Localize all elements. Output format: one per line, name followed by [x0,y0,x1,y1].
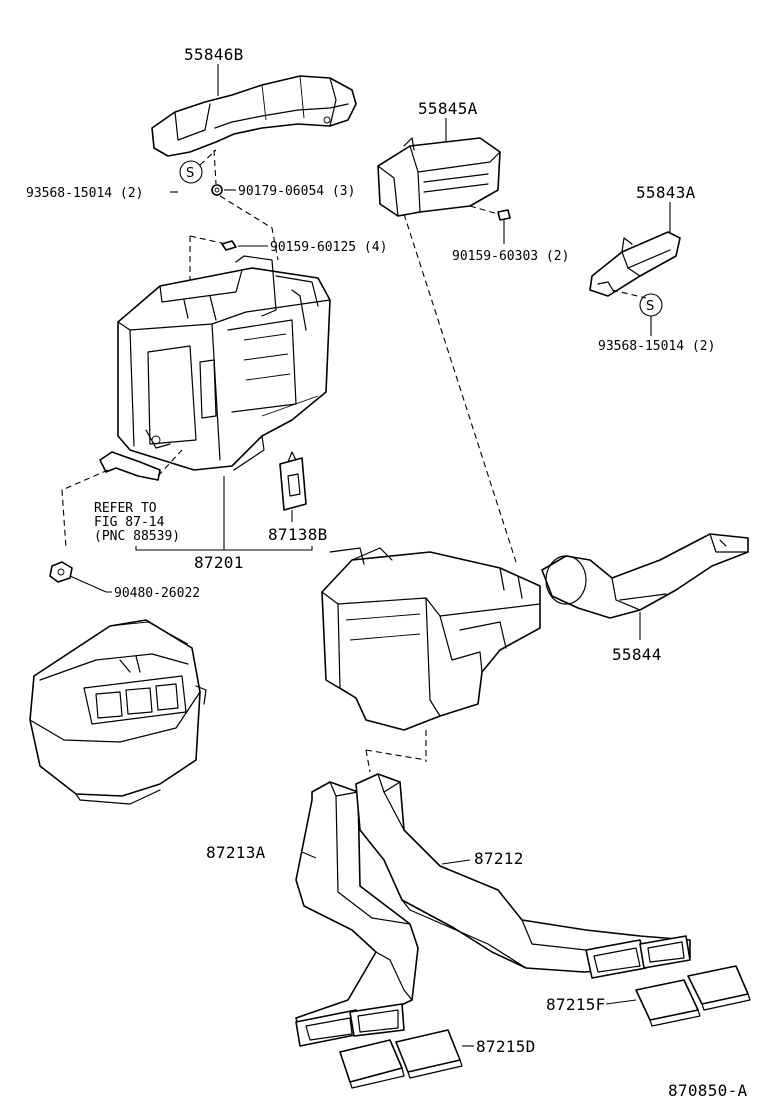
dash-s-left [199,149,217,166]
dash-case-bottom-b [365,749,371,773]
leader-87212 [441,859,471,865]
clip-90480 [49,561,73,583]
label-55843A: 55843A [636,183,696,202]
label-55846B: 55846B [184,45,244,64]
part-center-case [321,547,541,731]
leader-90480 [69,575,112,593]
dash-screw-a [189,235,227,245]
dash-hose-a [61,469,109,549]
dash-case-bottom-a [365,749,427,761]
part-blower [29,619,207,805]
part-55843A-duct [589,231,681,297]
dash-55845A-to-unit [403,213,517,563]
label-90480: 90480-26022 [114,586,200,601]
label-90159-60303: 90159-60303 (2) [452,249,569,264]
diagram-id: 870850-A [668,1081,748,1100]
label-55844: 55844 [612,645,662,664]
label-87201: 87201 [194,553,244,572]
nut-90179 [211,184,223,196]
label-55845A: 55845A [418,99,478,118]
part-55844-duct [541,533,749,619]
hose-refer [99,451,161,481]
label-90179: 90179-06054 (3) [238,184,355,199]
label-87215D: 87215D [476,1037,536,1056]
label-93568-right: 93568-15014 (2) [598,339,715,354]
leader-87213A [301,851,317,859]
screw-90159-60125 [221,240,237,251]
s-symbol-left [179,160,203,184]
part-87201-unit [117,255,331,471]
part-87138B [279,457,307,511]
refer-line2: FIG 87-14 [94,515,165,530]
leader-87215F [605,999,637,1005]
dash-screw-60303 [469,205,499,215]
label-87138B: 87138B [268,525,328,544]
screw-90159-60303 [497,209,511,221]
label-87213A: 87213A [206,843,266,862]
dash-s-right [611,289,647,299]
part-55846B-duct [151,75,357,157]
label-87212: 87212 [474,849,524,868]
refer-line1: REFER TO [94,501,157,516]
part-87215D-outlets [295,1003,463,1089]
label-90159-60125: 90159-60125 (4) [270,240,387,255]
s-symbol-left-text: S [186,166,194,181]
dash-nut [213,149,217,185]
s-symbol-right-text: S [646,299,654,314]
refer-line3: (PNC 88539) [94,529,180,544]
dash-nut-to-unit [219,195,279,261]
part-87215F-outlets [585,935,751,1027]
part-55845A-duct [377,137,501,217]
label-93568-left: 93568-15014 (2) [26,186,143,201]
label-87215F: 87215F [546,995,606,1014]
dash-hose-b [157,449,183,477]
